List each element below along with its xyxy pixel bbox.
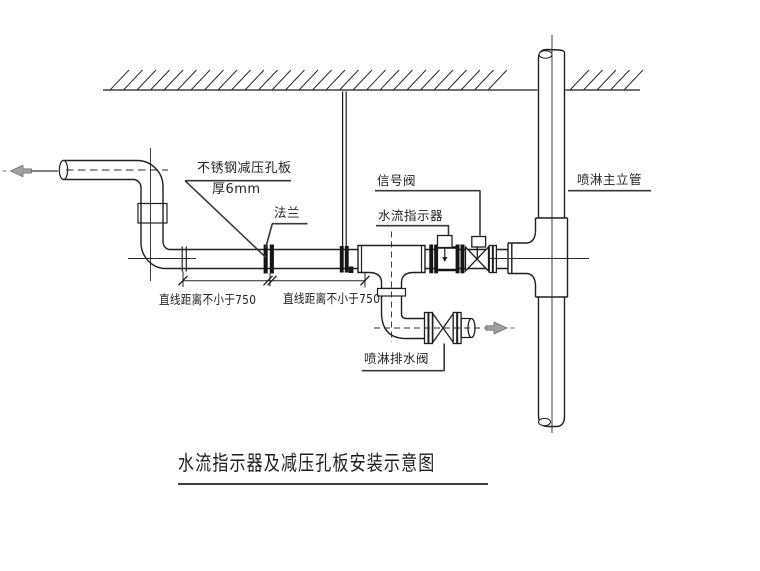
signal-valve-bowtie-right: [476, 245, 490, 273]
feed-pipe-assembly: [58, 159, 171, 270]
orifice-plate: [263, 244, 274, 274]
water-flow-indicator: [429, 234, 465, 274]
drain-valve-leader: [362, 343, 445, 372]
hanger-foot: [348, 266, 354, 273]
label-main-riser: 喷淋主立管: [577, 172, 643, 187]
label-orifice-plate-line2: 厚6mm: [212, 182, 261, 197]
hanger-rod: [339, 91, 354, 273]
flow-arrow-left-icon: [2, 164, 58, 178]
indicator-head-box: [436, 234, 453, 249]
flange-leader: [264, 222, 308, 249]
pipe-coupling: [181, 246, 187, 272]
signal-valve-leader: [375, 189, 481, 236]
ceiling-hatch: [109, 69, 644, 91]
dimension-ticks: [177, 275, 371, 286]
signal-valve-bowtie-left: [464, 245, 478, 273]
orifice-plate-leader: [184, 179, 291, 259]
dimension-extension-lines: [182, 271, 366, 288]
leader-lines: [184, 179, 651, 372]
label-signal-valve: 信号阀: [377, 173, 417, 188]
signal-valve: [464, 235, 498, 274]
dimension-annotation: [177, 271, 371, 288]
dimension-text-right: 直线距离不小于750: [283, 291, 381, 306]
flow-indicator-leader: [376, 224, 450, 236]
dimension-text-left: 直线距离不小于750: [159, 292, 257, 307]
indicator-paddle-arrow: [442, 257, 448, 262]
hanger-clamp: [344, 246, 349, 273]
label-flow-indicator: 水流指示器: [378, 208, 444, 223]
signal-valve-actuator-box: [471, 235, 487, 248]
label-orifice-plate-line1: 不锈钢减压孔板: [197, 161, 292, 176]
drain-outlet-stub: [460, 317, 471, 339]
flow-arrow-right-icon: [485, 321, 518, 335]
centerlines: [66, 35, 589, 433]
hanger-clamp: [339, 246, 344, 273]
label-drain-valve: 喷淋排水阀: [364, 351, 430, 366]
drain-pipe: [380, 296, 425, 340]
riser-tee: [507, 217, 569, 298]
label-flange: 法兰: [274, 205, 301, 220]
diagram-title: 水流指示器及减压孔板安装示意图: [178, 451, 436, 475]
